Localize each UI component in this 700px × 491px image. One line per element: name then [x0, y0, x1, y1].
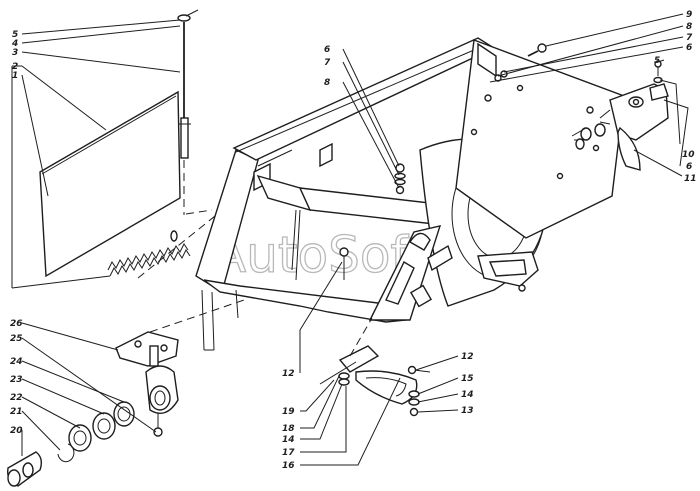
- callout-20: 20: [10, 426, 23, 436]
- callouts-center-bottom: 12 19 18 14 17 16: [282, 369, 295, 471]
- callout-2: 2: [12, 62, 18, 72]
- callout-11: 11: [684, 174, 697, 184]
- callout-19: 19: [282, 407, 295, 417]
- callout-17: 17: [282, 448, 295, 458]
- washers-upper-right: [494, 60, 663, 84]
- callout-13: 13: [461, 406, 474, 416]
- callout-25: 25: [10, 334, 23, 344]
- callout-14: 14: [282, 435, 295, 445]
- callouts-right-bottom: 12 15 14 13: [461, 352, 474, 416]
- actuator-assembly: [571, 83, 669, 171]
- callout-12-right: 12: [461, 352, 474, 362]
- assembly-line-rod: [185, 209, 213, 215]
- assembly-line-bracket: [149, 299, 245, 333]
- callout-9: 9: [686, 10, 692, 20]
- callout-6: 6: [324, 45, 330, 55]
- callout-26: 26: [10, 319, 23, 329]
- filter-panel: [39, 90, 181, 278]
- outlet-bracket: [477, 251, 539, 292]
- callout-6-right-side: 6: [686, 162, 692, 172]
- callout-15: 15: [461, 374, 474, 384]
- callout-7: 7: [324, 58, 331, 68]
- callout-18: 18: [282, 424, 295, 434]
- bolt-25: [153, 414, 163, 437]
- guide-rod: [177, 9, 199, 215]
- watermark: AutoSoft: [212, 226, 427, 284]
- callouts-left-bottom: 26 25 24 23 21 22 20: [10, 319, 23, 436]
- callout-24: 24: [10, 357, 23, 367]
- tube-left: [201, 289, 215, 351]
- callout-3: 3: [12, 48, 18, 58]
- housing-frame: [195, 37, 496, 323]
- assembly-line-left: [137, 211, 221, 279]
- callout-7-right: 7: [686, 33, 693, 43]
- callout-8-right: 8: [686, 22, 692, 32]
- leader-lines: [11, 13, 689, 466]
- callouts-left-top: 5 4 3 2 1: [11, 30, 18, 81]
- bearing-housing: [145, 365, 179, 414]
- washers-center: [338, 372, 350, 386]
- callout-10: 10: [682, 150, 695, 160]
- callout-12: 12: [282, 369, 295, 379]
- inner-deflector: [368, 225, 453, 321]
- bolt-9: [527, 43, 547, 57]
- callout-8: 8: [324, 78, 330, 88]
- bolt-center: [339, 247, 349, 280]
- callout-23: 23: [10, 375, 23, 385]
- flap-bracket: [319, 345, 418, 405]
- callout-21: 21: [10, 407, 23, 417]
- callout-6-right: 6: [686, 43, 692, 53]
- assembly-line-flap: [349, 317, 373, 357]
- callout-5: 5: [12, 30, 18, 40]
- callout-5-right: 5: [654, 56, 660, 66]
- callouts-right-top: 9 8 7 6: [686, 10, 693, 53]
- callouts-center-top: 6 7 8: [324, 45, 331, 88]
- callout-4: 4: [11, 39, 18, 49]
- callouts-right-side: 5 10 6 11: [654, 56, 697, 184]
- callout-16: 16: [282, 461, 295, 471]
- callout-14-right: 14: [461, 390, 474, 400]
- shaft-end-20: [7, 451, 43, 487]
- callout-1: 1: [12, 71, 18, 81]
- fastener-stack-center: [394, 163, 406, 195]
- callout-22: 22: [10, 393, 23, 403]
- bracket-26: [115, 331, 179, 367]
